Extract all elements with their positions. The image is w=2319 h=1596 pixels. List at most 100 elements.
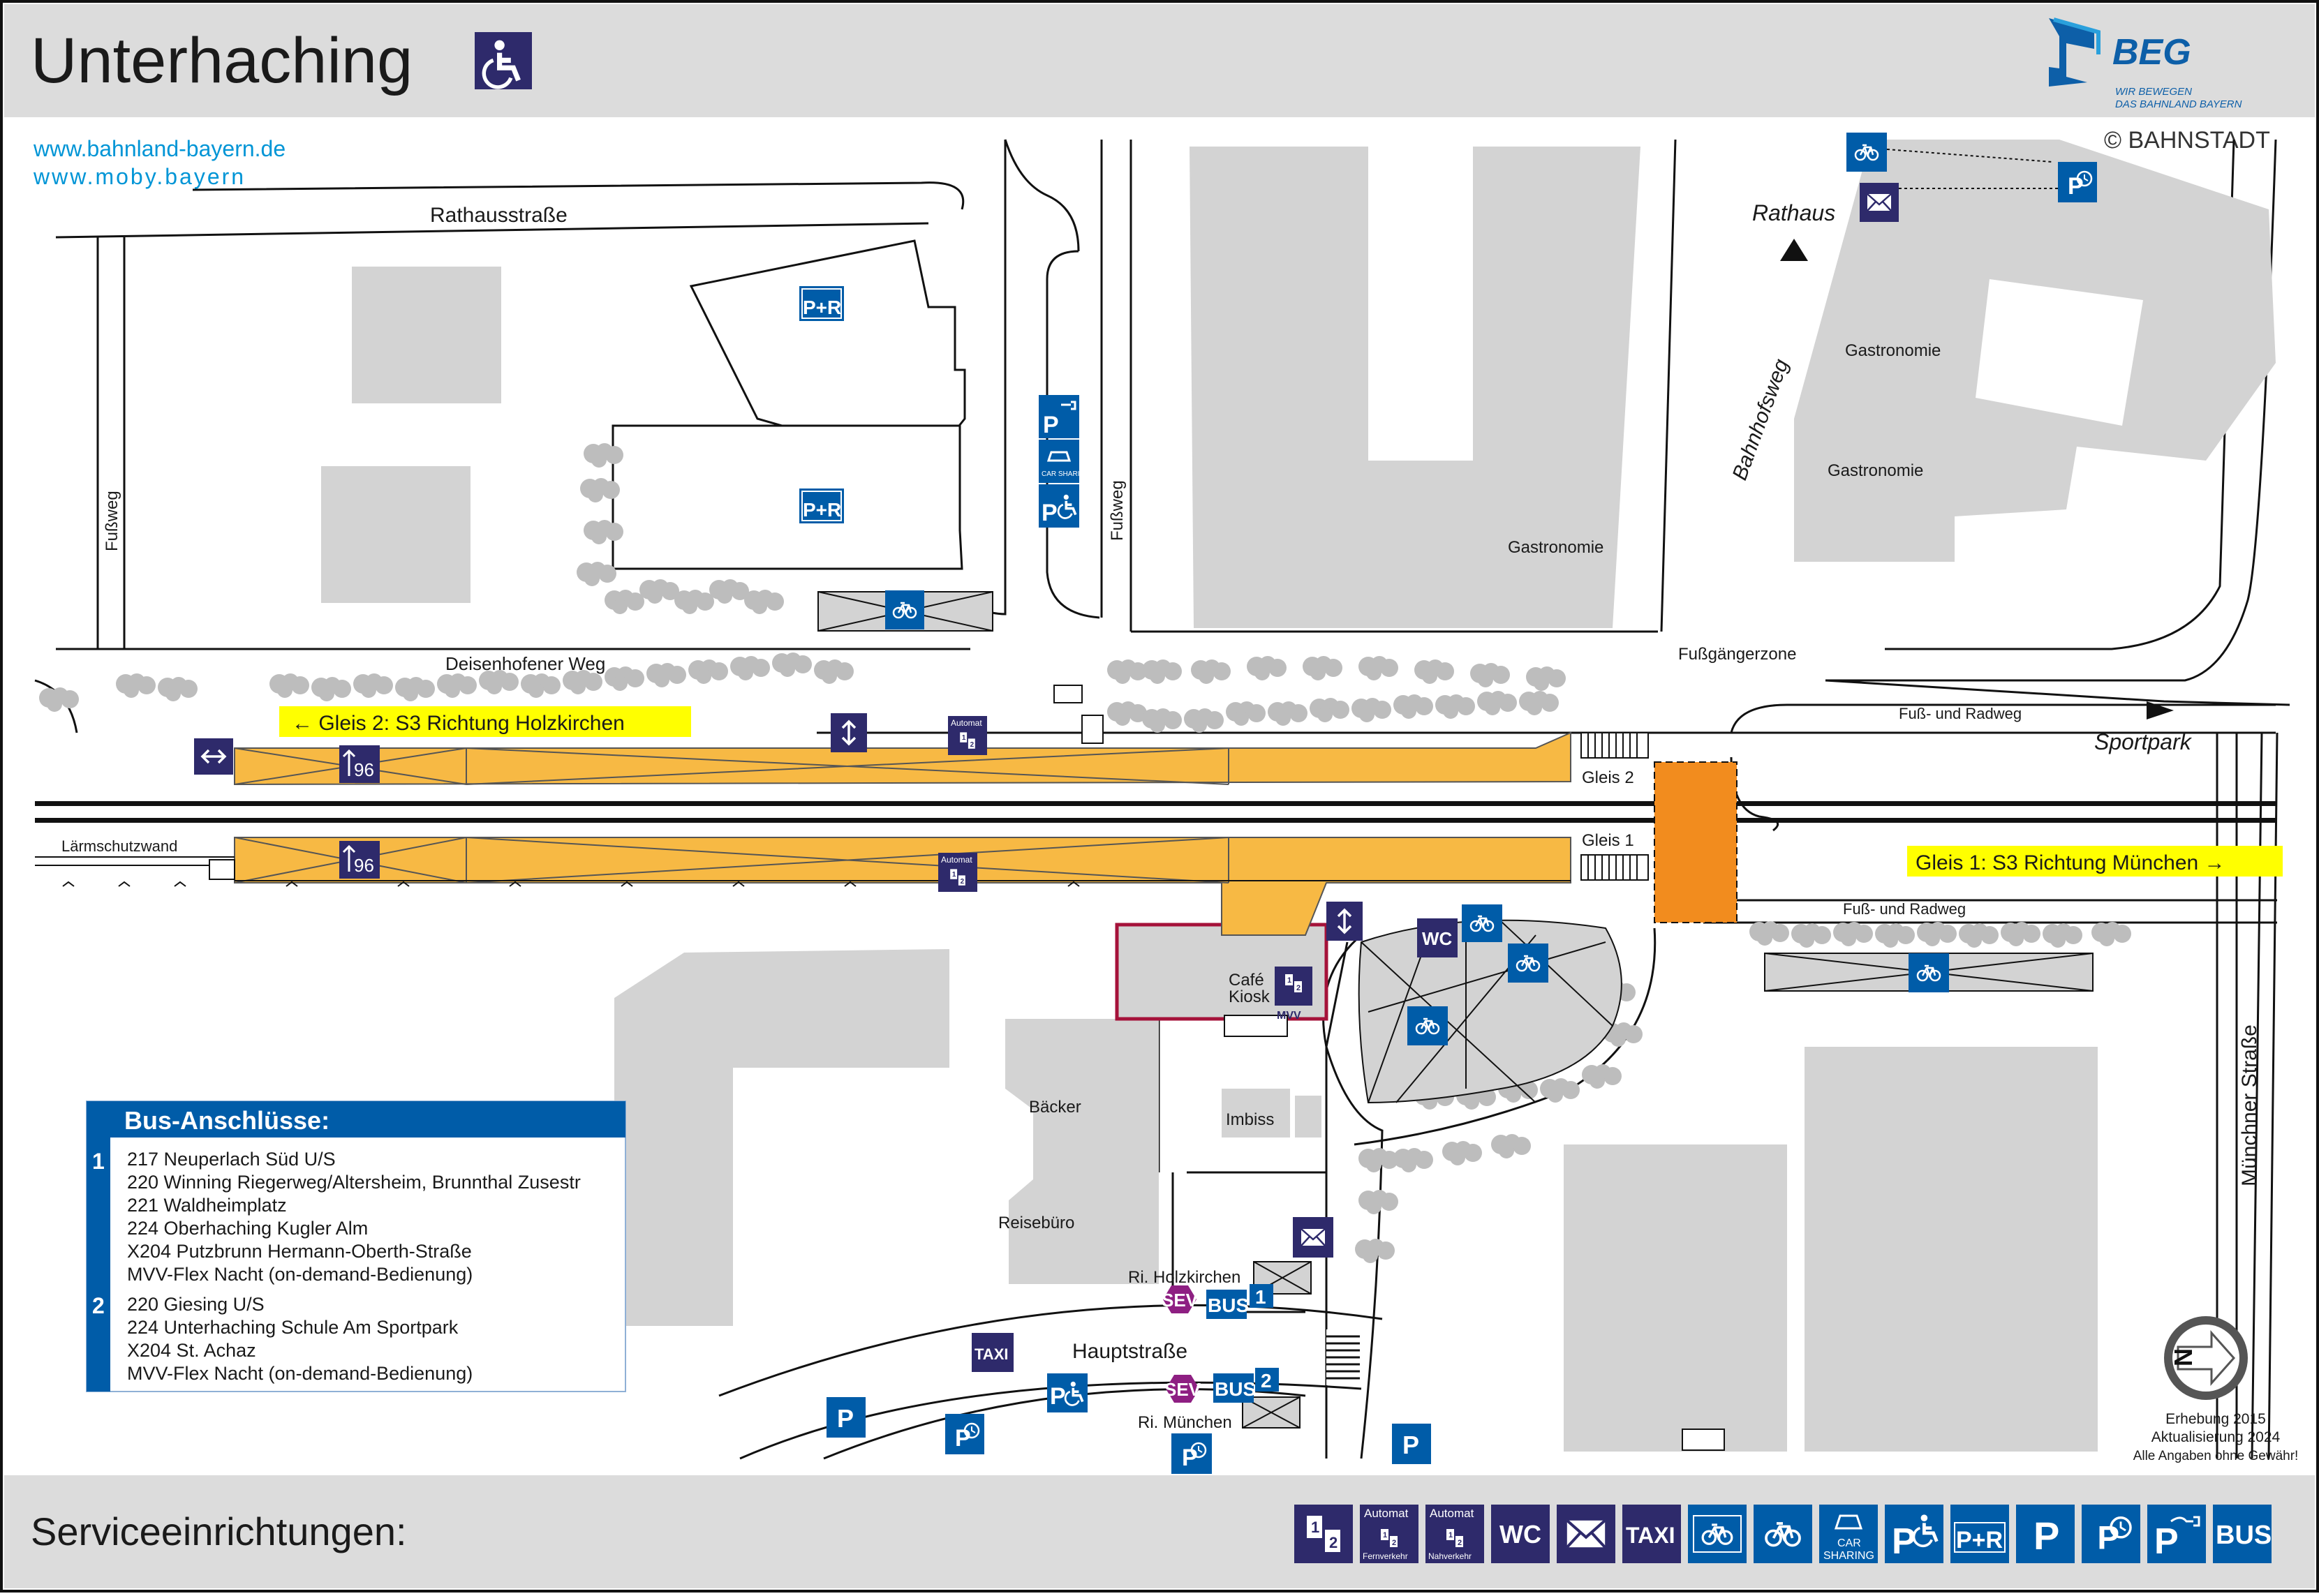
place-reisebuero: Reisebüro — [998, 1214, 1074, 1232]
svg-text:SHARING: SHARING — [1823, 1550, 1874, 1562]
svg-text:SEV: SEV — [1164, 1379, 1201, 1400]
street-fussweg-left: Fußweg — [103, 491, 121, 551]
service-legend: Automat Fernverkehr Automat Nahverkehr W… — [1294, 1505, 2272, 1563]
svg-text:CAR: CAR — [1837, 1537, 1861, 1549]
place-gastronomie-2: Gastronomie — [1845, 341, 1941, 360]
bike-parking-area — [1358, 919, 1622, 1104]
taxi-icon: TAXI — [972, 1333, 1014, 1372]
place-ri-holzkirchen: Ri. Holzkirchen — [1128, 1268, 1240, 1287]
gleis-2-label: Gleis 2 — [1582, 768, 1634, 787]
mail-icon — [1860, 183, 1899, 222]
short-term-parking-icon — [945, 1414, 984, 1454]
bus-line: 220 Winning Riegerweg/Altersheim, Brunnt… — [127, 1172, 581, 1193]
sportpark-marker — [2147, 701, 2174, 719]
brand-slogan-2: DAS BAHNLAND BAYERN — [2115, 98, 2242, 110]
svg-text:Automat: Automat — [1364, 1507, 1409, 1520]
svg-text:BUS: BUS — [1215, 1378, 1256, 1400]
mail-icon — [1557, 1505, 1615, 1563]
bus-stop-2-number: 2 — [92, 1293, 105, 1318]
bicycle-parking-icon — [1508, 944, 1548, 983]
place-gastronomie-1: Gastronomie — [1508, 538, 1603, 557]
bicycle-parking-icon — [1407, 1006, 1448, 1045]
svg-text:BUS: BUS — [2216, 1521, 2272, 1550]
svg-text:Automat: Automat — [941, 855, 972, 865]
bicycle-parking-icon — [1909, 953, 1949, 992]
track-gleis-1 — [35, 818, 2276, 823]
beg-logo: BEG WIR BEWEGEN DAS BAHNLAND BAYERN — [2049, 17, 2242, 110]
accessible-parking-icon: P — [1047, 1373, 1088, 1412]
stairs-icon — [209, 685, 1725, 1451]
bus-stop-1-number: 1 — [92, 1149, 105, 1174]
park-and-ride-icon: P+R — [799, 489, 844, 523]
svg-text:P: P — [1402, 1431, 1419, 1459]
bus-connections-panel: Bus-Anschlüsse: 1 2 217 Neuperlach Süd U… — [86, 1101, 626, 1392]
svg-text:P: P — [2033, 1514, 2059, 1558]
ticket-machine-nahverkehr-icon: Automat Nahverkehr — [1425, 1505, 1484, 1563]
taxi-icon: TAXI — [1622, 1505, 1681, 1563]
mail-icon — [1293, 1217, 1333, 1258]
svg-text:P: P — [1892, 1521, 1916, 1562]
svg-text:2: 2 — [1261, 1370, 1272, 1392]
svg-text:Automat: Automat — [951, 718, 982, 728]
place-gastronomie-3: Gastronomie — [1828, 461, 1923, 480]
rathaus-marker — [1780, 239, 1808, 261]
svg-text:← Gleis 2: S3 Richtung Holzkir: ← Gleis 2: S3 Richtung Holzkirchen — [292, 712, 625, 735]
track-gleis-2 — [35, 801, 2276, 806]
svg-text:N: N — [2169, 1348, 2198, 1366]
svg-text:P+R: P+R — [803, 297, 841, 318]
brand-name: BEG — [2112, 32, 2191, 73]
link-bahnland[interactable]: www.bahnland-bayern.de — [33, 136, 286, 161]
short-term-parking-icon — [1171, 1433, 1212, 1474]
compass-icon: N — [2164, 1316, 2248, 1400]
bicycle-parking-icon — [885, 590, 924, 629]
bicycle-box-icon — [1688, 1505, 1747, 1563]
svg-text:TAXI: TAXI — [1626, 1523, 1675, 1548]
bus-line: 220 Giesing U/S — [127, 1294, 265, 1315]
short-term-parking-icon — [2058, 162, 2097, 202]
street-deisenhofener: Deisenhofener Weg — [445, 653, 605, 674]
place-baecker: Bäcker — [1029, 1098, 1081, 1117]
svg-text:P+R: P+R — [803, 499, 841, 521]
place-cafe: Café — [1229, 971, 1264, 990]
link-moby[interactable]: www.moby.bayern — [33, 164, 246, 189]
svg-text:96: 96 — [354, 855, 374, 876]
place-rathaus: Rathaus — [1752, 200, 1835, 225]
svg-text:Automat: Automat — [1430, 1507, 1474, 1520]
bus-line: MVV-Flex Nacht (on-demand-Bedienung) — [127, 1264, 473, 1285]
street-muenchner: Münchner Straße — [2238, 1024, 2261, 1186]
svg-text:MVV: MVV — [1277, 1010, 1301, 1022]
bus-panel-title: Bus-Anschlüsse: — [124, 1106, 329, 1135]
svg-text:1: 1 — [1255, 1286, 1266, 1308]
street-fuss-radweg-top: Fuß- und Radweg — [1899, 705, 2022, 722]
wc-icon: WC — [1417, 918, 1458, 957]
car-sharing-icon: CAR SHARING — [1039, 440, 1090, 483]
copyright: © BAHNSTADT — [2104, 127, 2270, 154]
bicycle-icon — [1754, 1505, 1812, 1563]
bicycle-parking-icon — [1846, 133, 1887, 172]
bus-line: MVV-Flex Nacht (on-demand-Bedienung) — [127, 1363, 473, 1384]
park-and-ride-building-2 — [612, 424, 963, 570]
bus-stop-1: SEV BUS 1 — [1162, 1284, 1273, 1319]
bicycle-parking-icon — [1462, 904, 1502, 942]
update-year: Aktualisierung 2024 — [2151, 1429, 2281, 1445]
accessible-parking-icon: P — [1039, 484, 1079, 528]
car-sharing-icon: CAR SHARING — [1819, 1505, 1878, 1563]
svg-text:Nahverkehr: Nahverkehr — [1428, 1551, 1472, 1561]
bus-icon: BUS — [2213, 1505, 2272, 1563]
park-and-ride-icon: P+R — [1950, 1505, 2009, 1563]
svg-text:P+R: P+R — [1956, 1527, 2003, 1553]
svg-text:SEV: SEV — [1162, 1290, 1199, 1311]
buildings — [321, 140, 2276, 1452]
brand-slogan-1: WIR BEWEGEN — [2115, 86, 2192, 98]
place-ri-muenchen: Ri. München — [1138, 1413, 1232, 1432]
survey-year: Erhebung 2015 — [2165, 1411, 2266, 1427]
ticket-icon — [1294, 1505, 1353, 1563]
pedestrian-bridge — [1654, 761, 1738, 923]
ticket-machine-icon: Automat — [938, 853, 977, 892]
short-term-parking-icon — [2082, 1505, 2140, 1563]
svg-text:BUS: BUS — [1208, 1295, 1249, 1316]
ev-charging-parking-icon: P — [2147, 1505, 2206, 1563]
elevator-icon — [831, 713, 867, 752]
accessible-parking-icon: P — [1885, 1505, 1943, 1563]
laermschutzwand-label: Lärmschutzwand — [61, 837, 177, 855]
